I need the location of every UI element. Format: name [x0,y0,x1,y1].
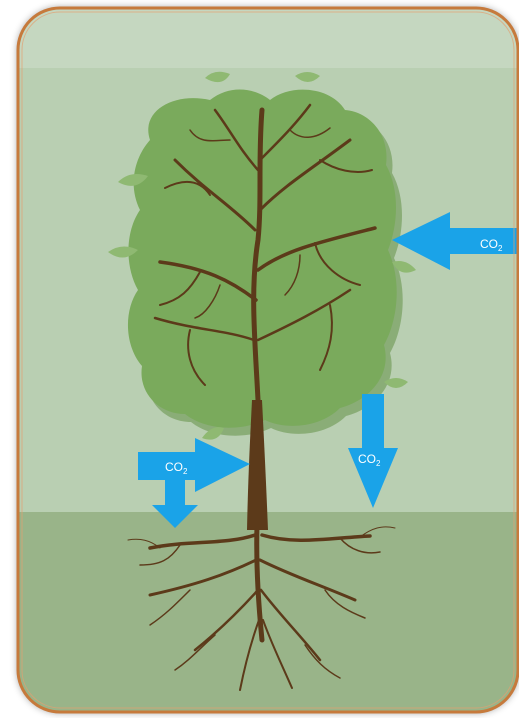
ground-background [18,512,518,718]
